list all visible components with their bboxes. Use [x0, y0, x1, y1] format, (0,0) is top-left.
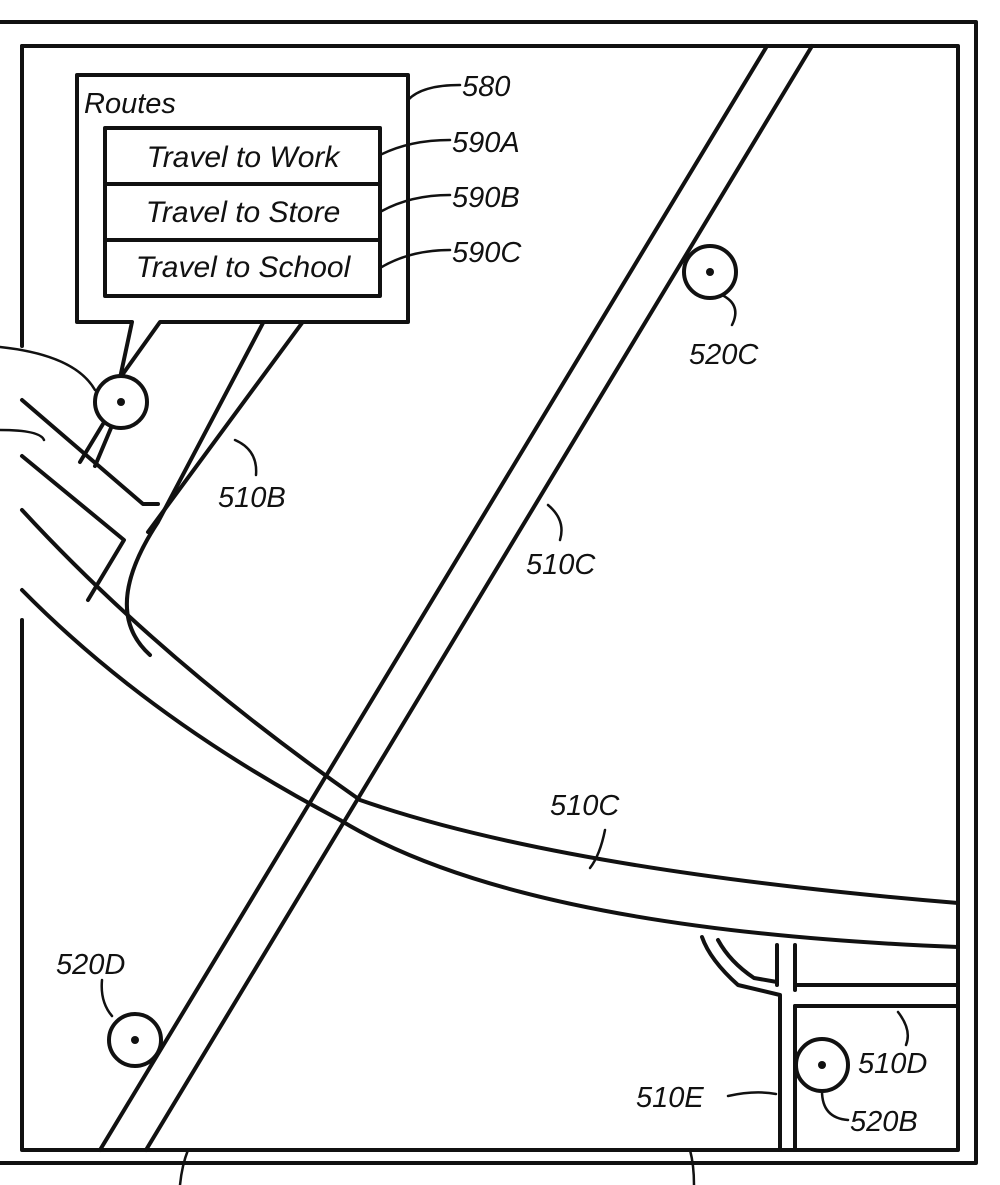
ref-label-590a: 590A: [452, 127, 520, 159]
road-510b: [124, 321, 304, 657]
route-item-label: Travel to School: [136, 251, 352, 284]
route-item-label: Travel to Store: [146, 196, 341, 229]
route-list: Travel to Work Travel to Store Travel to…: [103, 126, 382, 298]
reference-labels: 580 590A 590B 590C 520C 510B 510C 510C 5…: [56, 71, 927, 1138]
frame-exit-leaders: [178, 1148, 696, 1185]
route-item-travel-to-store[interactable]: Travel to Store: [107, 186, 378, 238]
road-510d-510e: [700, 935, 960, 1152]
marker-520d[interactable]: [107, 1012, 163, 1068]
routes-panel-title: Routes: [84, 88, 176, 120]
route-item-travel-to-school[interactable]: Travel to School: [107, 242, 378, 294]
road-510c-curve: [20, 508, 960, 949]
ref-label-590b: 590B: [452, 182, 520, 214]
marker-520c[interactable]: [682, 244, 738, 300]
ref-label-510d: 510D: [858, 1048, 927, 1080]
ref-label-590c: 590C: [452, 237, 522, 269]
road-left-spur: [78, 422, 113, 468]
ref-label-520d: 520D: [56, 949, 125, 981]
outer-frame: [0, 20, 978, 1165]
route-item-label: Travel to Work: [147, 141, 342, 174]
marker-520b[interactable]: [794, 1037, 850, 1093]
ref-label-580: 580: [462, 71, 510, 103]
ref-label-510b: 510B: [218, 482, 286, 514]
leader-lines: [0, 83, 909, 1122]
route-item-travel-to-work[interactable]: Travel to Work: [107, 130, 378, 182]
ref-label-510c-diagonal: 510C: [526, 549, 596, 581]
marker-left[interactable]: [93, 374, 149, 430]
ref-label-520c: 520C: [689, 339, 759, 371]
ref-label-510c-curve: 510C: [550, 790, 620, 822]
routes-panel: Routes Travel to Work Travel to Store Tr…: [75, 73, 410, 380]
ref-label-510e: 510E: [636, 1082, 704, 1114]
ref-label-520b: 520B: [850, 1106, 918, 1138]
road-left-connector: [20, 398, 160, 602]
road-510c-diagonal: [98, 44, 814, 1152]
